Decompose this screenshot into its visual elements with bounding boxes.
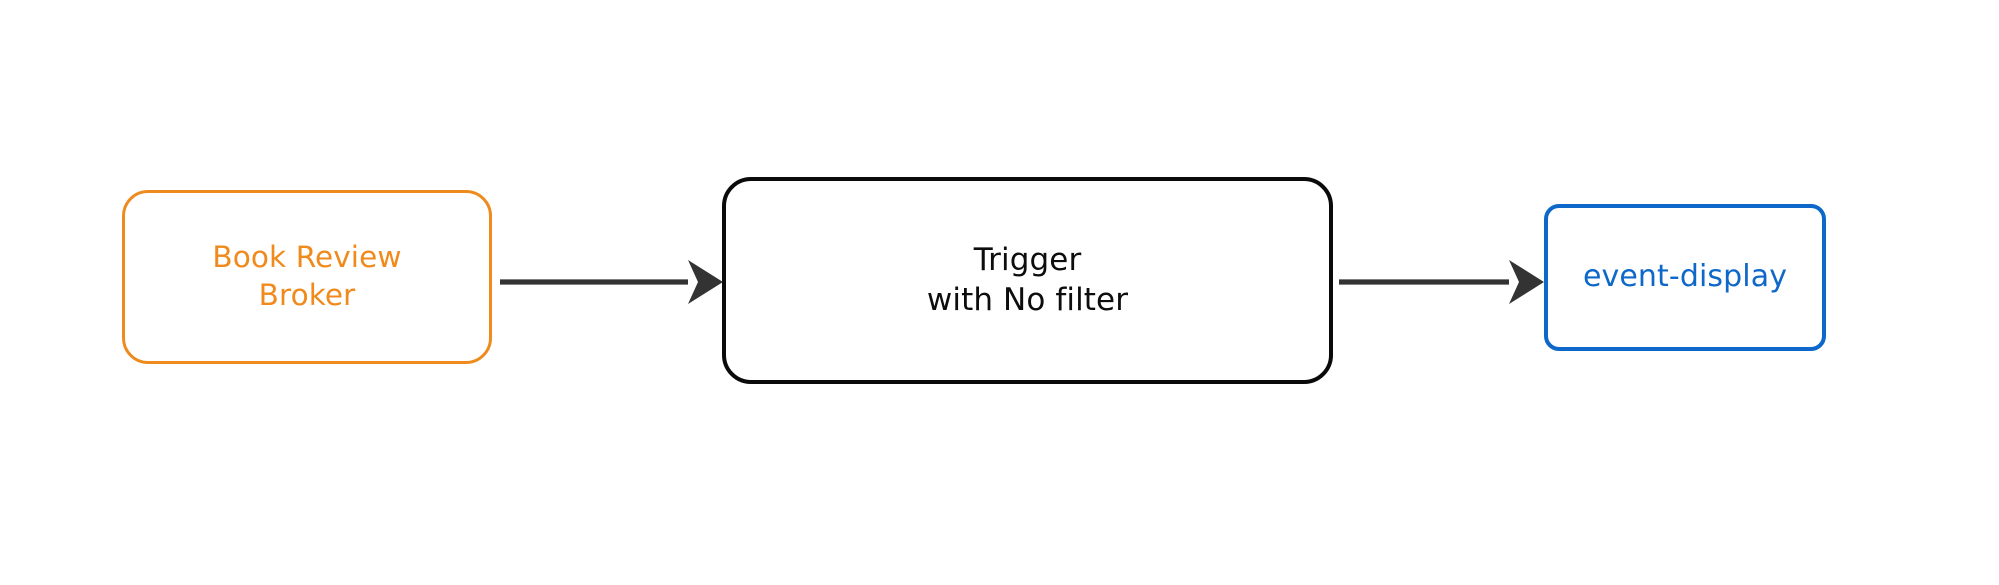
edge-broker-to-trigger xyxy=(500,260,723,304)
node-trigger-with-no-filter-label: Trigger with No filter xyxy=(926,241,1129,318)
edge-trigger-to-event-display-arrowhead xyxy=(1509,260,1544,304)
edge-broker-to-trigger-arrowhead xyxy=(688,260,723,304)
node-book-review-broker[interactable]: Book Review Broker xyxy=(122,190,492,364)
node-trigger-with-no-filter[interactable]: Trigger with No filter xyxy=(722,177,1333,384)
node-event-display-label: event-display xyxy=(1582,259,1788,295)
edge-trigger-to-event-display xyxy=(1339,260,1544,304)
node-event-display[interactable]: event-display xyxy=(1544,204,1826,351)
node-book-review-broker-label: Book Review Broker xyxy=(212,240,402,312)
